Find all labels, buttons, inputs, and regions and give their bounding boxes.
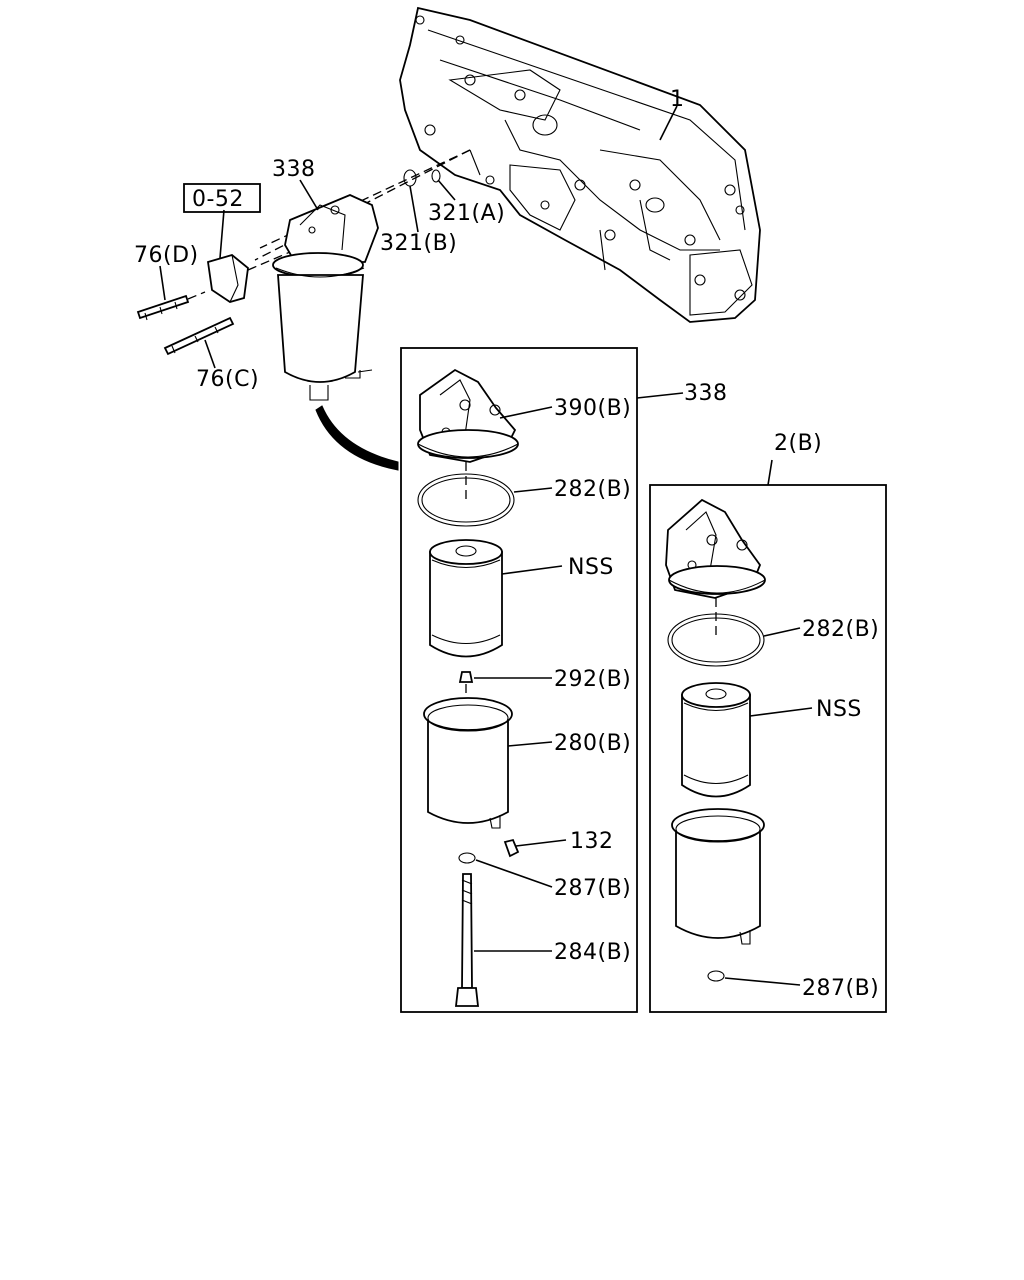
label-ring-287-a: 287(B) [554,876,631,901]
engine-housing [399,6,761,323]
filter-case-b [671,808,765,945]
filter-head-b [665,498,766,599]
filter-case-280 [423,697,513,829]
label-case-280: 280(B) [554,731,631,756]
label-block: 1 [670,87,685,112]
drain-132 [503,838,520,858]
label-oring-321-b: 321(B) [380,231,457,256]
filter-element-b [681,682,751,798]
label-panel-a-ref: 338 [684,381,728,406]
bolt-76-d [136,291,206,321]
label-drain-132: 132 [570,829,614,854]
seal-282-a [417,473,515,527]
label-element-a: NSS [568,555,614,580]
label-element-b: NSS [816,697,862,722]
ring-287-b [707,970,725,982]
plug-292 [458,671,474,683]
label-seal-282-a: 282(B) [554,477,631,502]
filter-assembly-338 [272,194,379,401]
filter-element-a [429,539,503,658]
label-filter-assembly: 338 [272,157,316,182]
seal-282-b [667,613,765,667]
label-bolt-76-c: 76(C) [196,367,259,392]
label-head-390: 390(B) [554,396,631,421]
panel-338-detail [400,347,638,1013]
oring-321-a [431,169,441,183]
bolt-284 [454,873,480,1007]
bolt-76-c [163,316,235,356]
label-ref-box: 0-52 [192,187,244,212]
label-plug-292: 292(B) [554,667,631,692]
label-ring-287-b: 287(B) [802,976,879,1001]
bracket [206,254,249,303]
filter-head-390 [417,368,519,463]
ring-287-a [458,852,476,864]
label-bolt-76-d: 76(D) [134,243,199,268]
label-panel-b-ref: 2(B) [774,431,822,456]
label-seal-282-b: 282(B) [802,617,879,642]
label-oring-321-a: 321(A) [428,201,505,226]
label-bolt-284: 284(B) [554,940,631,965]
ref-box-0-52 [183,183,261,213]
expand-arrow [315,405,399,471]
